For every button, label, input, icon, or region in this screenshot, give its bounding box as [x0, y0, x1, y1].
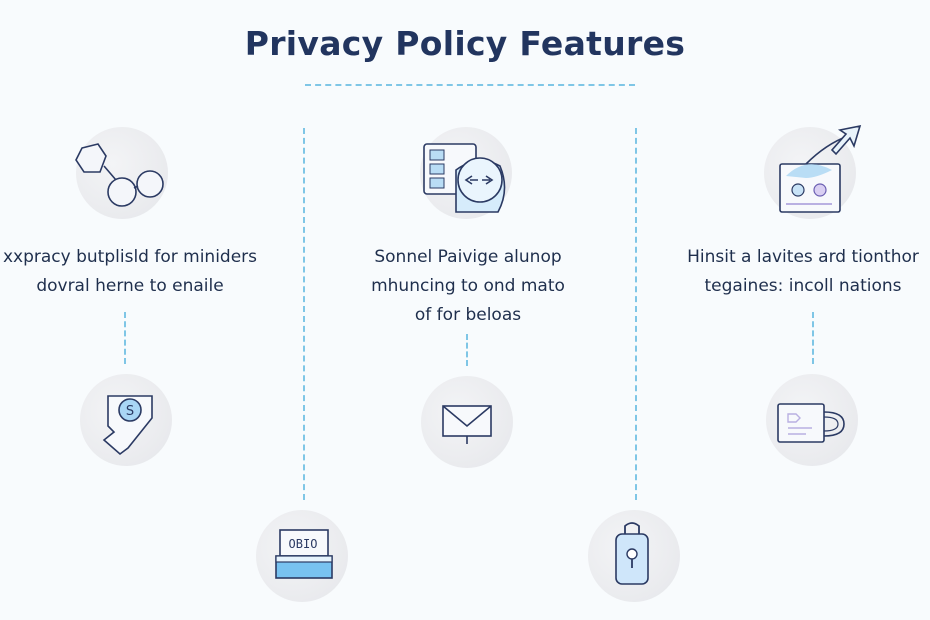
center-text-line-3: of for beloas: [414, 305, 522, 325]
center-column-connector: [466, 334, 468, 366]
page-title: Privacy Policy Features: [244, 24, 686, 63]
window-shield-exchange-icon: [423, 143, 506, 213]
mug-icon: [777, 403, 845, 443]
svg-text:OBIO: OBIO: [289, 537, 318, 551]
envelope-icon: [442, 405, 492, 444]
left-divider-line: [303, 128, 305, 500]
center-column-description: Sonnel Paivige alunop mhuncing to ond ma…: [352, 243, 584, 330]
right-text-line-1: Hinsit a lavites ard tionthor: [687, 247, 919, 267]
image-upload-arrow-icon: [779, 124, 862, 213]
svg-text:S: S: [126, 404, 134, 419]
right-divider-line: [635, 128, 637, 500]
left-column-connector: [124, 312, 126, 364]
center-text-line-1: Sonnel Paivige alunop: [374, 247, 562, 267]
padlock-bag-icon: [615, 522, 649, 585]
right-text-line-2: tegaines: incoll nations: [704, 276, 902, 296]
right-column-description: Hinsit a lavites ard tionthor tegaines: …: [676, 243, 930, 301]
shield-badge-icon: S: [102, 395, 153, 456]
left-text-line-1: xxpracy butplisld for miniders: [2, 247, 258, 267]
center-text-line-2: mhuncing to ond mato: [371, 276, 565, 296]
linked-circles-icon: [75, 143, 164, 207]
top-connector-line: [305, 84, 635, 86]
left-text-line-2: dovral herne to enaile: [36, 276, 224, 296]
card-device-icon: OBIO: [275, 529, 333, 579]
left-column-description: xxpracy butplisld for miniders dovral he…: [0, 243, 260, 301]
right-column-connector: [812, 312, 814, 364]
